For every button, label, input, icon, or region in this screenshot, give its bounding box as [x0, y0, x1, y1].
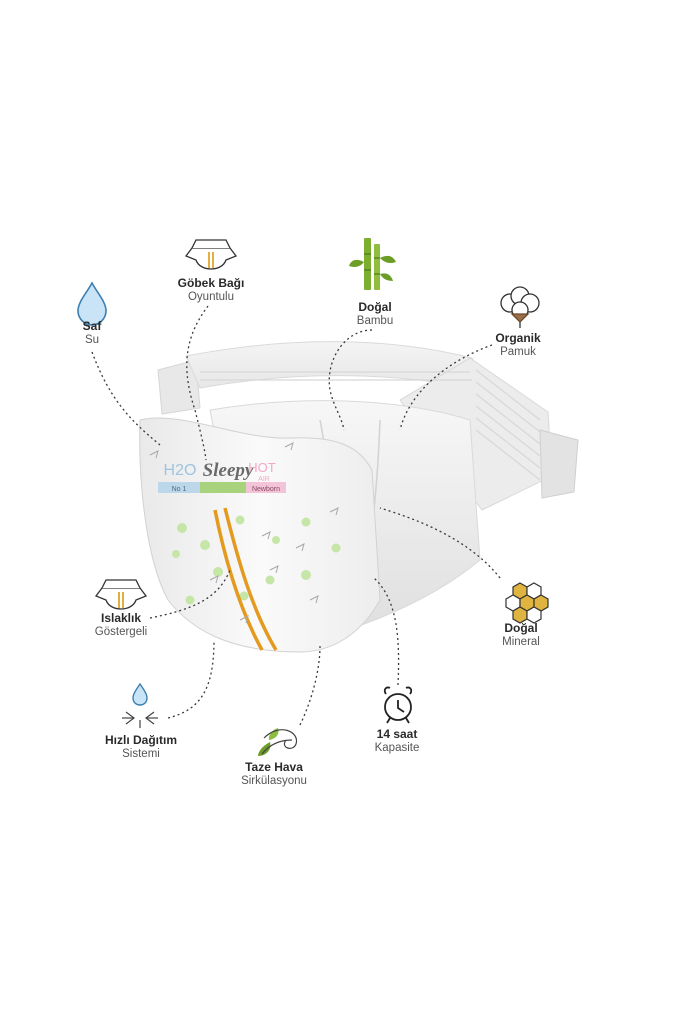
diaper-right-tab: [539, 429, 579, 499]
bamboo-icon: [349, 238, 396, 290]
fresh-air-icon: [258, 728, 298, 756]
leader-saf: [91, 351, 161, 446]
strip-blue: [158, 482, 200, 493]
feature-saat-title: 14 saat: [376, 727, 418, 741]
feature-saf-title: Saf: [82, 319, 102, 333]
feature-islaklik-title: Islaklık: [100, 611, 142, 625]
feature-gobek: Göbek Bağı Oyuntulu: [131, 276, 291, 304]
diaper-icon: [184, 239, 238, 270]
feature-gobek-sub: Oyuntulu: [187, 291, 235, 303]
brand-air: AIR: [258, 476, 270, 483]
feature-mineral-sub: Mineral: [502, 636, 540, 648]
feature-mineral-title: Doğal: [504, 621, 538, 635]
leader-lines: [91, 305, 501, 726]
diaper-leaf-prints: [149, 442, 339, 624]
diaper-left-tab: [157, 359, 201, 415]
diaper: No 1 Newborn H2O Sleepy HOT AIR: [139, 341, 579, 653]
honeycomb-icon: [505, 582, 549, 624]
strip-pink: [246, 482, 286, 493]
alarm-clock-icon: [383, 686, 413, 724]
leader-pamuk: [399, 344, 493, 431]
feature-dagitim-sub: Sistemi: [122, 748, 160, 760]
feature-saat: 14 saat Kapasite: [317, 727, 477, 755]
feature-pamuk-sub: Pamuk: [500, 346, 536, 358]
leader-gobek: [186, 305, 209, 461]
feature-pamuk: Organik Pamuk: [438, 331, 598, 359]
feature-hava-title: Taze Hava: [245, 760, 303, 774]
leader-bambu: [328, 329, 373, 431]
feature-saf: Saf Su: [12, 319, 172, 347]
feature-saat-sub: Kapasite: [374, 742, 420, 754]
feature-bambu-title: Doğal: [358, 300, 392, 314]
feature-mineral: Doğal Mineral: [441, 621, 601, 649]
brand-hot: HOT: [248, 460, 276, 475]
leader-hava: [299, 645, 321, 726]
feature-hava-sub: Sirkülasyonu: [241, 775, 307, 787]
strip-left-label: No 1: [172, 486, 187, 493]
feature-dagitim: Hızlı Dağıtım Sistemi: [61, 733, 221, 761]
cotton-icon: [500, 286, 540, 328]
strip-green: [200, 482, 246, 493]
feature-islaklik-sub: Göstergeli: [94, 626, 148, 638]
water-drop-icon: [77, 281, 107, 326]
diaper-front-panel: [139, 417, 381, 653]
strip-right-label: Newborn: [252, 486, 280, 493]
diaper-right-panel: [399, 357, 553, 511]
feature-gobek-title: Göbek Bağı: [177, 276, 245, 290]
feature-hava: Taze Hava Sirkülasyonu: [194, 760, 354, 788]
feature-bambu: Doğal Bambu: [295, 300, 455, 328]
brand-h2o: H2O: [164, 462, 197, 479]
feature-dagitim-title: Hızlı Dağıtım: [104, 733, 177, 747]
feature-islaklik: Islaklık Göstergeli: [41, 611, 201, 639]
brand-logo: Sleepy: [203, 460, 254, 481]
leader-dagitim: [167, 639, 215, 719]
wetness-indicator-icon: [94, 579, 148, 610]
diaper-stripe-right: [223, 507, 278, 651]
fast-distribution-icon: [122, 682, 158, 728]
diaper-ribs: [200, 369, 541, 481]
diaper-print-dots: [172, 515, 341, 605]
feature-bambu-sub: Bambu: [356, 315, 394, 327]
diaper-stripe-left: [213, 509, 264, 651]
feature-pamuk-title: Organik: [495, 331, 541, 345]
feature-saf-sub: Su: [84, 334, 100, 346]
leader-mineral: [379, 507, 501, 579]
